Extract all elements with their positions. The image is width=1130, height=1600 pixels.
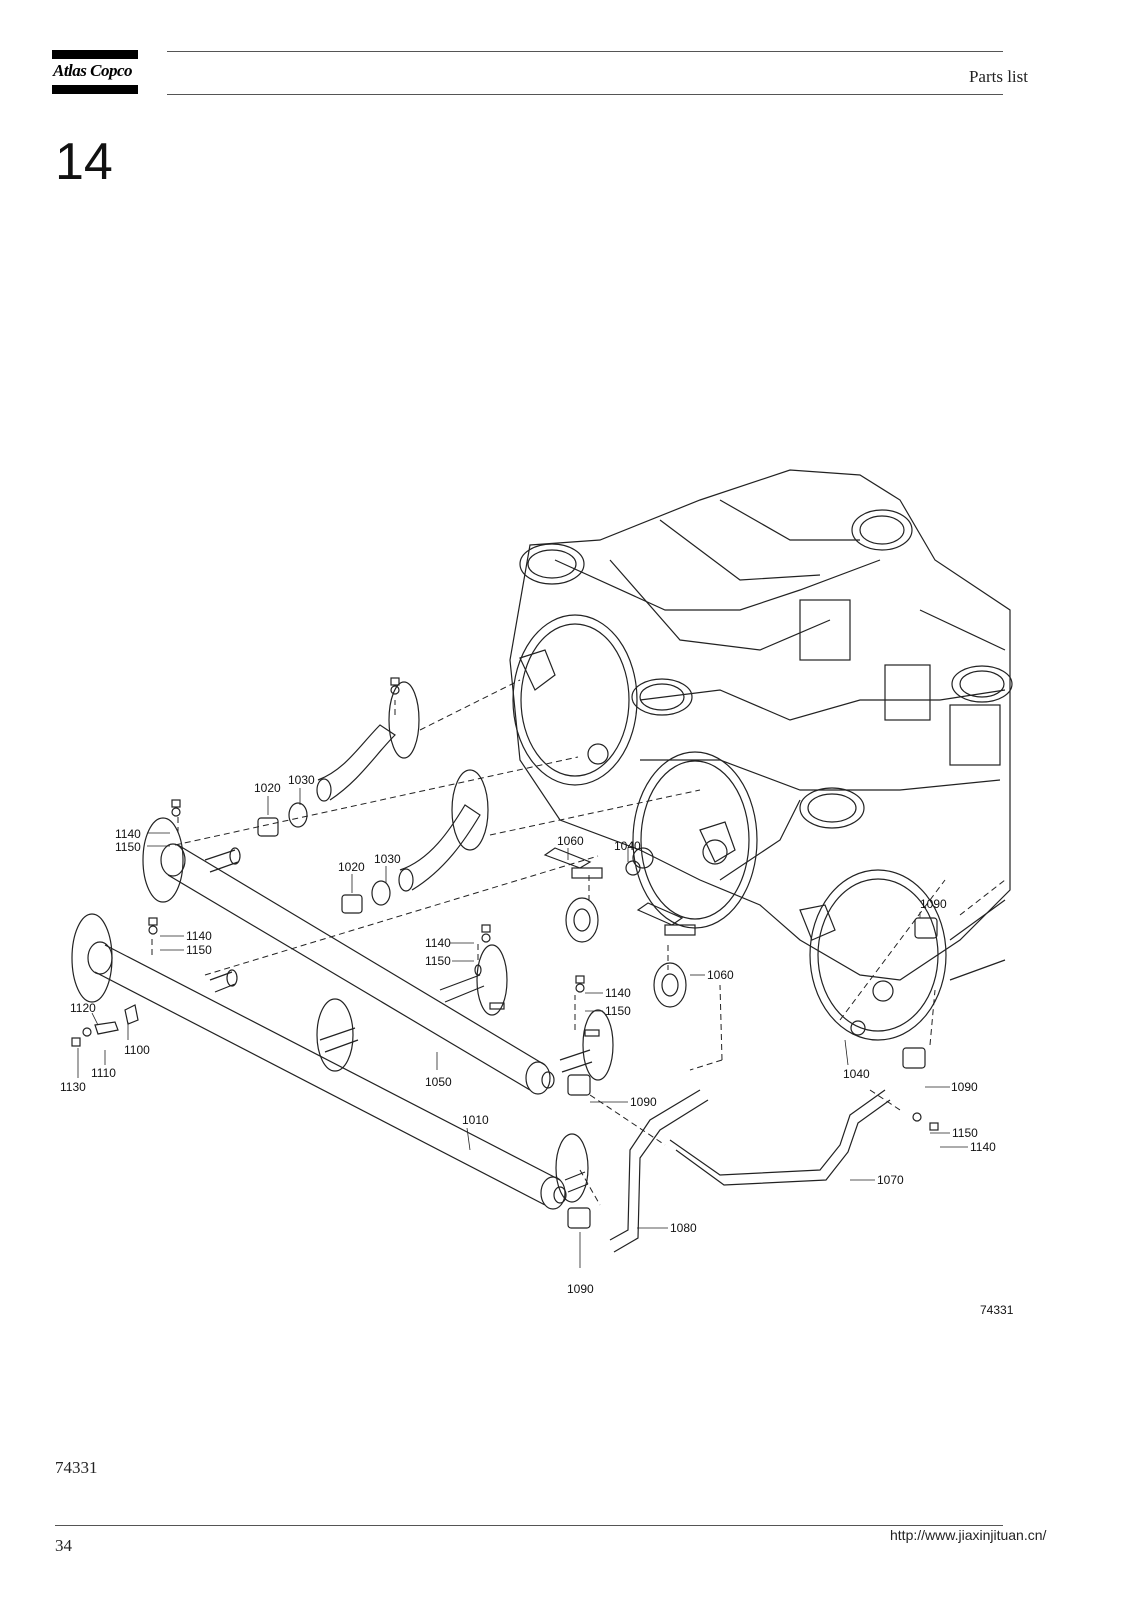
pipe-1010 [71, 913, 589, 1210]
callout-1140: 1140 [605, 986, 631, 1000]
callout-1100: 1100 [124, 1043, 150, 1057]
flange-pipe-lower [398, 769, 489, 892]
valve-1060-lower [636, 902, 696, 1008]
callout-1150: 1150 [952, 1126, 978, 1140]
callout-1080: 1080 [670, 1221, 697, 1235]
figure-reference: 74331 [55, 1458, 98, 1477]
tube-1080 [609, 1089, 709, 1253]
callout-1090: 1090 [567, 1282, 594, 1296]
callout-1040: 1040 [843, 1067, 870, 1081]
callout-1070: 1070 [877, 1173, 904, 1187]
callout-1150: 1150 [605, 1004, 631, 1018]
callout-1150: 1150 [425, 954, 451, 968]
tube-1070 [669, 1089, 891, 1186]
logo-wordmark: Atlas Copco [53, 61, 133, 80]
callout-1030: 1030 [374, 852, 401, 866]
source-url: http://www.jiaxinjituan.cn/ [890, 1527, 1047, 1543]
callout-labels: 1140 1150 1020 1030 1020 1030 1060 1040 … [60, 773, 1014, 1317]
callout-1140: 1140 [186, 929, 212, 943]
callout-1020: 1020 [254, 781, 281, 795]
callout-1120: 1120 [70, 1001, 96, 1015]
header-rule-top [167, 51, 1003, 52]
logo-bar-bottom [52, 85, 138, 94]
callout-1110: 1110 [91, 1066, 116, 1080]
callout-1030: 1030 [288, 773, 315, 787]
callout-1130: 1130 [60, 1080, 86, 1094]
callout-1090: 1090 [920, 897, 947, 911]
assembly-lines [151, 679, 1006, 1206]
header-rule-bottom [167, 94, 1003, 95]
compressor-block [509, 469, 1013, 1041]
flange-pipe-upper [316, 681, 420, 802]
small-fittings [71, 677, 939, 1131]
section-number: 14 [55, 133, 113, 191]
callout-1150: 1150 [115, 840, 141, 854]
seal-rings-1030 [288, 802, 391, 906]
callout-1140: 1140 [115, 827, 141, 841]
callout-1060: 1060 [707, 968, 734, 982]
callout-1150: 1150 [186, 943, 212, 957]
footer-rule [55, 1525, 1003, 1526]
logo-bar-top [52, 50, 138, 59]
leader-lines [77, 788, 968, 1268]
atlas-copco-logo: Atlas Copco [52, 50, 138, 94]
callout-1060: 1060 [557, 834, 584, 848]
drawing-number: 74331 [980, 1303, 1014, 1317]
callout-1050: 1050 [425, 1075, 452, 1089]
callout-1140: 1140 [970, 1140, 996, 1154]
clamp-parts [257, 817, 938, 1229]
header-title: Parts list [968, 67, 1028, 86]
valve-1060-upper [543, 847, 603, 943]
callout-1020: 1020 [338, 860, 365, 874]
callout-1140: 1140 [425, 936, 451, 950]
callout-1090: 1090 [951, 1080, 978, 1094]
callout-1010: 1010 [462, 1113, 489, 1127]
callout-1090: 1090 [630, 1095, 657, 1109]
pipe-1050 [142, 817, 614, 1095]
callout-1040: 1040 [614, 839, 641, 853]
page-number: 34 [55, 1536, 72, 1555]
